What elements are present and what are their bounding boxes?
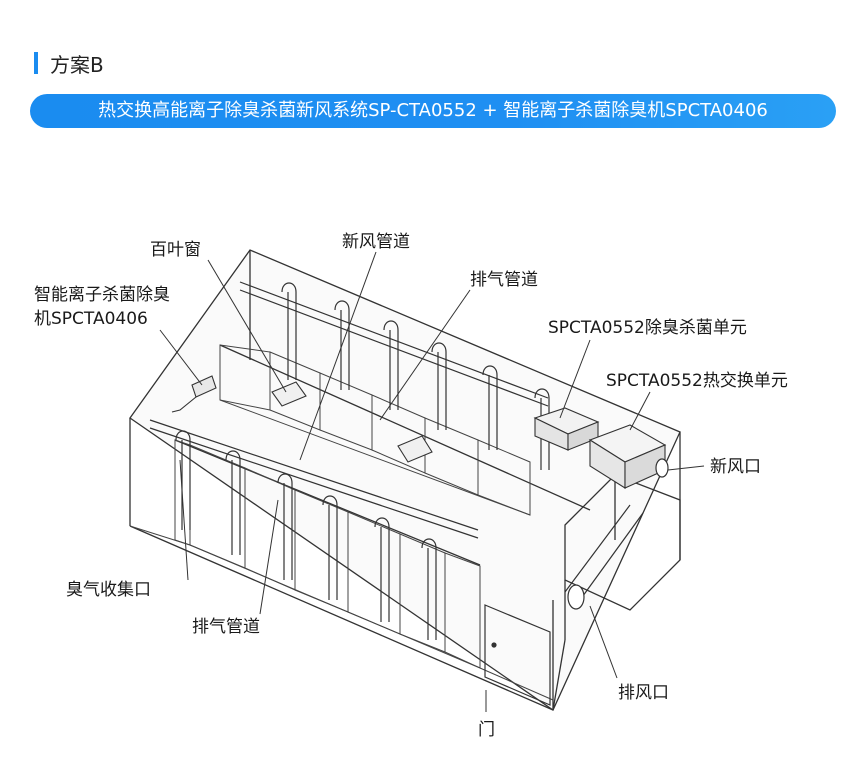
label-louver: 百叶窗 [150, 240, 201, 260]
deodor-unit [533, 407, 600, 451]
exhaust-duct-front [149, 419, 479, 539]
building-outline [129, 249, 681, 711]
section-title: 方案B [50, 52, 104, 77]
title-banner: 热交换高能离子除臭杀菌新风系统SP-CTA0552 + 智能离子杀菌除臭机SPC… [30, 94, 836, 128]
door [484, 604, 551, 706]
label-fresh-air-duct: 新风管道 [342, 232, 410, 252]
section-accent-bar [34, 52, 38, 74]
exhaust-outlet [564, 504, 644, 610]
smart-ion-unit [171, 375, 217, 413]
label-deodor-unit: SPCTA0552除臭杀菌单元 [548, 318, 747, 338]
label-door: 门 [478, 720, 495, 740]
back-drop-pipes [281, 282, 550, 470]
fresh-air-inlet [655, 458, 669, 478]
label-smart-unit-line2: 机SPCTA0406 [34, 309, 148, 329]
label-heat-exchange-unit: SPCTA0552热交换单元 [606, 371, 788, 391]
label-exhaust-duct-top: 排气管道 [470, 270, 538, 290]
label-exhaust-outlet: 排风口 [618, 683, 669, 703]
back-compartments [219, 344, 531, 516]
heat-exchange-unit [588, 424, 667, 489]
leader-lines [159, 251, 705, 712]
label-odor-collection: 臭气收集口 [66, 580, 151, 600]
label-smart-unit-line1: 智能离子杀菌除臭 [34, 285, 170, 305]
section-header: 方案B [34, 50, 104, 77]
louver-boxes [271, 381, 433, 463]
label-exhaust-duct-bottom: 排气管道 [192, 617, 260, 637]
label-fresh-air-inlet: 新风口 [710, 457, 761, 477]
